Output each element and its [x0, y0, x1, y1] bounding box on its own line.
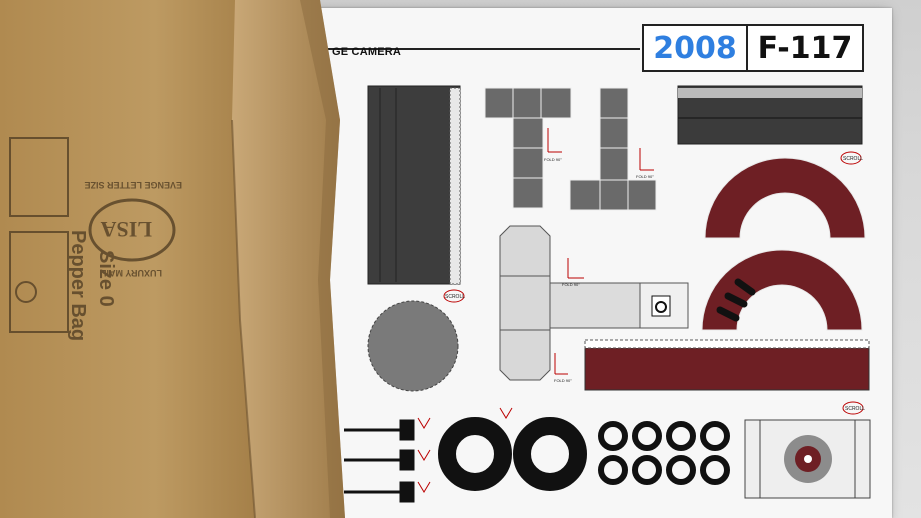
- scroll-label-3: SCROLL: [842, 401, 865, 415]
- fold-arrow-3: FOLD 90°: [562, 258, 584, 287]
- envelope-size: Size 0: [95, 250, 117, 307]
- svg-text:FOLD 90°: FOLD 90°: [544, 157, 562, 162]
- light-grey-net: [499, 225, 689, 381]
- svg-text:SCROLL: SCROLL: [843, 156, 863, 162]
- maroon-strip: [584, 339, 870, 391]
- fold-arrows-small: [417, 407, 513, 493]
- svg-text:SCROLL: SCROLL: [845, 406, 865, 412]
- grey-disc: [367, 300, 459, 392]
- envelope-brand: LISA: [101, 217, 152, 242]
- maroon-arc-bottom: [701, 249, 863, 331]
- scroll-label-2: SCROLL: [840, 151, 863, 165]
- lens-box: [744, 419, 871, 499]
- cut-out-parts: SCROLL FOLD 90° FOLD 90°: [344, 85, 871, 503]
- dark-striped-panel: [367, 85, 461, 285]
- small-rings: [598, 421, 730, 485]
- paper-model-sheet: GE CAMERA 2008 F-117 SCROLL FOLD 90°: [300, 8, 892, 518]
- svg-text:SCROLL: SCROLL: [445, 294, 465, 300]
- t-shaped-part-left: [484, 87, 572, 209]
- dark-strip-top-right: [677, 85, 863, 145]
- svg-text:FOLD 90°: FOLD 90°: [562, 282, 580, 287]
- lens-icon: [651, 295, 671, 317]
- envelope-bag: Pepper Bag: [67, 230, 89, 341]
- maroon-arc-top: [704, 157, 866, 239]
- sheet-title: GE CAMERA: [332, 46, 402, 58]
- title-rule: [300, 48, 640, 50]
- envelope-line2: LUXURY MAIL: [100, 268, 162, 278]
- kraft-envelope: LISA EVENGE LETTER SIZE LUXURY MAIL Size…: [0, 0, 345, 518]
- fold-arrow-4: FOLD 90°: [554, 353, 572, 383]
- envelope-line1: EVENGE LETTER SIZE: [84, 180, 182, 190]
- scroll-label: SCROLL: [443, 289, 465, 303]
- model-code-box: F-117: [746, 24, 864, 72]
- connector-parts: [344, 419, 415, 503]
- fold-arrow-1: FOLD 90°: [544, 128, 562, 162]
- svg-text:FOLD 90°: FOLD 90°: [636, 174, 654, 179]
- t-shaped-part-right: [569, 87, 657, 211]
- envelope-print: LISA EVENGE LETTER SIZE LUXURY MAIL Size…: [9, 137, 182, 341]
- large-rings: [438, 417, 587, 491]
- svg-text:FOLD 90°: FOLD 90°: [554, 378, 572, 383]
- fold-arrow-2: FOLD 90°: [636, 148, 654, 179]
